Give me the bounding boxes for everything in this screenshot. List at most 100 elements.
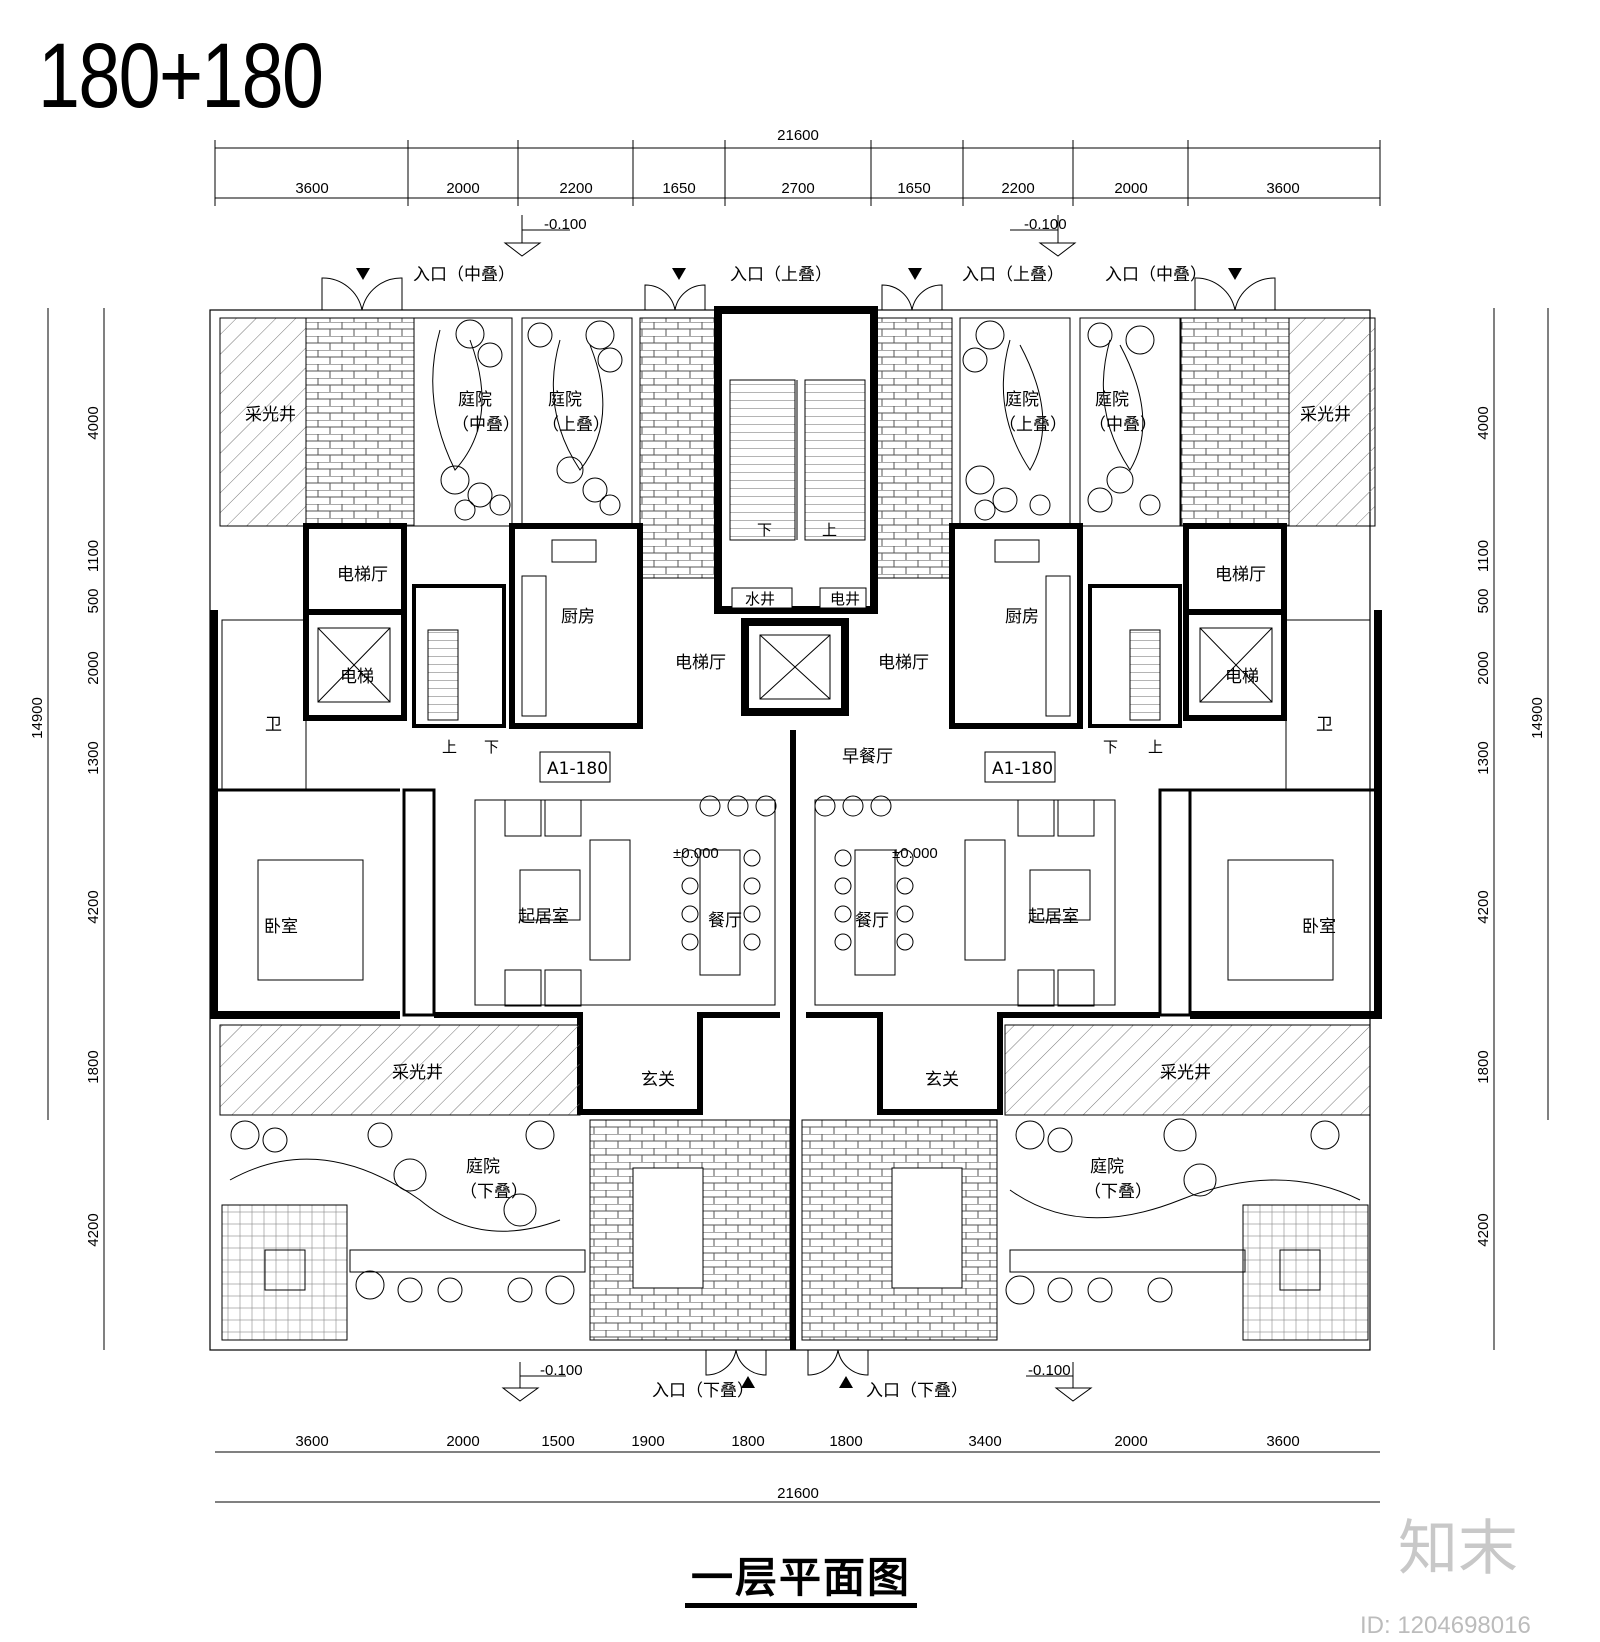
drawing-title: 180+180 (38, 25, 324, 127)
label-court-mid-l-b: （中叠） (452, 415, 520, 435)
side-lift-blocks (303, 523, 1287, 728)
label-bedroom-r: 卧室 (1302, 917, 1336, 937)
top-dim-8: 2000 (1114, 180, 1147, 197)
top-dim-6: 1650 (897, 180, 930, 197)
right-segment-labels: 4000 1100 500 2000 1300 4200 1800 4200 (1475, 406, 1492, 1246)
label-wc-r: 卫 (1316, 715, 1333, 735)
central-elevator (741, 618, 849, 716)
right-dim-8: 4200 (1475, 1213, 1492, 1246)
bottom-segment-labels: 3600 2000 1500 1900 1800 1800 3400 2000 … (295, 1433, 1299, 1450)
lightwell-bottom-left-hatch (219, 1024, 581, 1116)
bottom-dim-2: 2000 (446, 1433, 479, 1450)
label-court-up-l-b: （上叠） (542, 415, 610, 435)
lightwell-top-right-hatch (1288, 317, 1376, 527)
label-lift-hall-cl: 电梯厅 (675, 653, 726, 673)
brick-path-top-2 (639, 317, 719, 579)
label-bedroom-l: 卧室 (264, 917, 298, 937)
unit-label-box-right (984, 751, 1056, 783)
right-dim-3: 500 (1475, 588, 1492, 613)
label-floor-level-r: ±0.000 (892, 845, 938, 862)
central-stair-core (714, 306, 878, 614)
bottom-courtyard-plants (229, 1118, 1361, 1305)
label-lightwell-tl: 采光井 (245, 405, 296, 425)
label-stair-up-l: 上 (442, 739, 457, 756)
image-id-text: ID: 1204698016 (1360, 1612, 1531, 1639)
main-unit-walls (210, 610, 1382, 1350)
kitchen-blocks (509, 523, 1083, 729)
level-top-left: -0.100 (544, 216, 587, 233)
left-dim-1: 4000 (85, 406, 102, 439)
label-kitchen-r: 厨房 (1005, 607, 1039, 627)
label-court-up-l-a: 庭院 (548, 390, 582, 410)
bottom-dim-9: 3600 (1266, 1433, 1299, 1450)
label-kitchen-l: 厨房 (561, 607, 595, 627)
label-living-l: 起居室 (518, 907, 569, 927)
level-markers (501, 215, 1093, 1402)
label-elec-shaft: 电井 (830, 591, 860, 608)
lightwell-bottom-right-hatch (1004, 1024, 1371, 1116)
label-court-low-r-a: 庭院 (1090, 1157, 1124, 1177)
entrance-top-4: 入口（中叠） (1105, 265, 1207, 285)
brick-path-top-3 (873, 317, 953, 579)
right-dim-1: 4000 (1475, 406, 1492, 439)
living-dining-furniture (257, 795, 1334, 1007)
label-lift-r: 电梯 (1225, 667, 1259, 687)
label-court-low-l-b: （下叠） (460, 1182, 528, 1202)
label-lift-hall-cr: 电梯厅 (878, 653, 929, 673)
entrance-top-3: 入口（上叠） (962, 265, 1064, 285)
left-dim-8: 4200 (85, 1213, 102, 1246)
label-floor-level-l: ±0.000 (673, 845, 719, 862)
top-segment-labels: 3600 2000 2200 1650 2700 1650 2200 2000 … (295, 180, 1299, 197)
label-foyer-r: 玄关 (925, 1070, 959, 1090)
label-unit-r: A1-180 (992, 759, 1053, 779)
top-dim-4: 1650 (662, 180, 695, 197)
label-water-shaft: 水井 (745, 591, 775, 608)
top-dim-3: 2200 (559, 180, 592, 197)
bottom-dim-8: 2000 (1114, 1433, 1147, 1450)
label-stair-up-c: 上 (822, 522, 837, 539)
unit-label-box-left (539, 751, 611, 783)
right-dim-5: 1300 (1475, 741, 1492, 774)
left-total-dimension: 14900 (29, 697, 46, 739)
left-dim-5: 1300 (85, 741, 102, 774)
bottom-dim-1: 3600 (295, 1433, 328, 1450)
bottom-dim-6: 1800 (829, 1433, 862, 1450)
label-lift-l: 电梯 (340, 667, 374, 687)
right-dim-7: 1800 (1475, 1050, 1492, 1083)
level-bottom-right: -0.100 (1028, 1362, 1071, 1379)
label-stair-down-r: 下 (1103, 739, 1118, 756)
label-stair-down-l: 下 (484, 739, 499, 756)
label-court-mid-l-a: 庭院 (458, 390, 492, 410)
label-lift-hall-l: 电梯厅 (337, 565, 388, 585)
level-top-right: -0.100 (1024, 216, 1067, 233)
entrance-bottom-1: 入口（下叠） (652, 1381, 754, 1401)
left-dimension-chain (47, 308, 105, 1350)
label-court-mid-r-b: （中叠） (1089, 415, 1157, 435)
label-court-low-r-b: （下叠） (1084, 1182, 1152, 1202)
bottom-dim-4: 1900 (631, 1433, 664, 1450)
label-dining-l: 餐厅 (708, 911, 742, 931)
bottom-dim-7: 3400 (968, 1433, 1001, 1450)
top-entry-arrows (356, 268, 1242, 280)
bottom-total-dimension: 21600 (777, 1485, 819, 1502)
right-dim-4: 2000 (1475, 651, 1492, 684)
label-living-r: 起居室 (1028, 907, 1079, 927)
terrace-tile-left (221, 1204, 348, 1341)
brick-path-top-1 (305, 317, 415, 527)
planter-bottom-left (632, 1167, 704, 1289)
label-court-low-l-a: 庭院 (466, 1157, 500, 1177)
label-court-up-r-b: （上叠） (999, 415, 1067, 435)
right-dimension-chain (1493, 308, 1549, 1350)
left-segment-labels: 4000 1100 500 2000 1300 4200 1800 4200 (85, 406, 102, 1246)
bottom-entrance-doors (705, 1349, 869, 1376)
top-dim-2: 2000 (446, 180, 479, 197)
right-dim-2: 1100 (1475, 540, 1492, 572)
entrance-top-2: 入口（上叠） (730, 265, 832, 285)
top-dimension-chain (214, 140, 1381, 206)
label-court-up-r-a: 庭院 (1005, 390, 1039, 410)
sheet-title: 一层平面图 (685, 1554, 918, 1609)
label-lift-hall-r: 电梯厅 (1215, 565, 1266, 585)
top-dim-5: 2700 (781, 180, 814, 197)
bottom-dim-3: 1500 (541, 1433, 574, 1450)
